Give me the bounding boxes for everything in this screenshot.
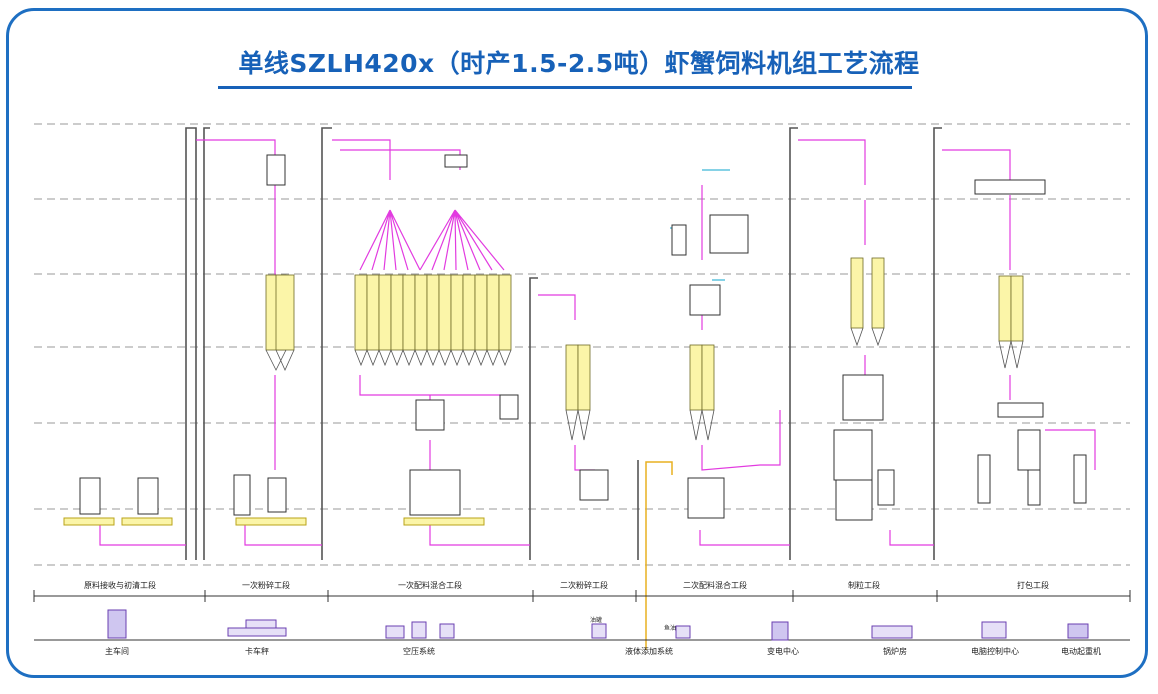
transformer-icon [771, 621, 789, 641]
section-label-packing: 打包工段 [1017, 581, 1049, 590]
truck-scale-icon [227, 619, 287, 637]
packing-scales [977, 454, 1087, 506]
section-label-second-batching: 二次配料混合工段 [683, 581, 747, 590]
building-icon [107, 609, 127, 639]
facility-label-substation: 变电中心 [767, 647, 799, 656]
facility-label-air-system: 空压系统 [403, 647, 435, 656]
section-label-first-grinding: 一次粉碎工段 [242, 581, 290, 590]
title-underline [218, 86, 912, 89]
liquid-tank-label: 油罐 [590, 616, 602, 624]
liquid-tank-icon [591, 623, 691, 639]
liquid-line [645, 461, 673, 650]
facility-label-boiler-room: 锅炉房 [883, 647, 907, 656]
crane-icon [1067, 623, 1089, 639]
facility-label-control-center: 电脑控制中心 [971, 647, 1019, 656]
facility-label-main-workshop: 主车间 [105, 647, 129, 656]
section-label-pelleting: 制粒工段 [848, 581, 880, 590]
equipment [266, 154, 1046, 521]
pipes [99, 139, 1096, 546]
page-title: 单线SZLH420x（时产1.5-2.5吨）虾蟹饲料机组工艺流程 [238, 49, 920, 78]
conveyors [63, 517, 485, 526]
section-divider [33, 590, 1131, 602]
outer-frame [6, 8, 1148, 678]
silo-bins [265, 257, 1024, 411]
section-label-first-batching: 一次配料混合工段 [398, 581, 462, 590]
facility-label-crane: 电动起重机 [1061, 647, 1101, 656]
section-label-receiving: 原料接收与初清工段 [84, 581, 156, 590]
fish-oil-label: 鱼油 [664, 624, 676, 632]
receiving-equipment [79, 474, 287, 516]
facility-label-liquid-system: 液体添加系统 [625, 647, 673, 656]
computer-icon [981, 621, 1007, 639]
bucket-elevators [185, 127, 942, 560]
air-compressor-icon [385, 621, 455, 639]
bin-hoppers [265, 327, 1024, 441]
boiler-icon [871, 625, 913, 639]
section-label-second-grinding: 二次粉碎工段 [560, 581, 608, 590]
facility-label-truck-scale: 卡车秤 [245, 647, 269, 656]
floor-lines [34, 123, 1130, 566]
